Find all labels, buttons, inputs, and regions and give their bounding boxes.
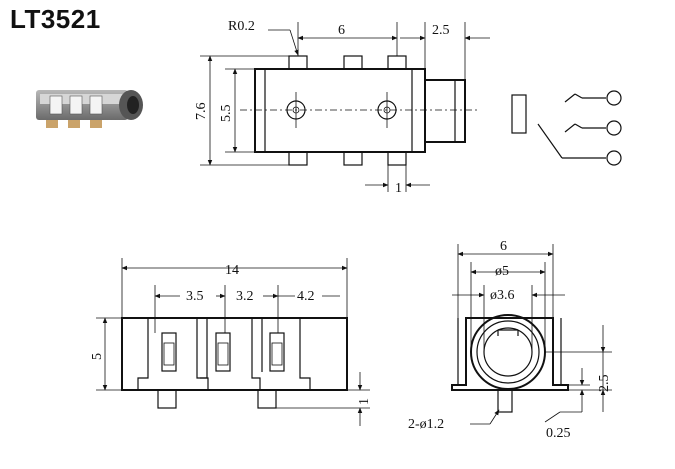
front-height-label: 5 [90, 353, 105, 360]
hole-label: 2-ø1.2 [408, 417, 444, 432]
front-spacing-right-label: 4.2 [297, 289, 315, 304]
front-spacing-mid-label: 3.2 [236, 289, 254, 304]
front-view-body [121, 317, 348, 391]
top-pitch-label: 6 [338, 23, 345, 38]
terminal-1-icon [606, 90, 622, 106]
radius-label: R0.2 [228, 19, 255, 34]
bore-outer-label: ø5 [495, 264, 509, 279]
front-width-label: 14 [225, 263, 239, 278]
schematic-symbol [511, 90, 622, 166]
product-photo [36, 90, 143, 128]
top-height-inner-label: 5.5 [219, 105, 234, 123]
top-height-outer-label: 7.6 [194, 103, 209, 121]
front-view: 14 3.5 3.2 4.2 5 1 [90, 258, 372, 426]
center-height-label: 2.5 [597, 375, 612, 393]
side-width-label: 6 [500, 239, 507, 254]
clearance-label: 0.25 [546, 426, 571, 441]
top-pin-width-label: 1 [395, 181, 402, 196]
top-view: 6 2.5 R0.2 7.6 5.5 [194, 19, 490, 196]
side-view-body [451, 317, 569, 391]
front-pin-length-label: 1 [357, 398, 372, 405]
jack-sleeve-symbol [511, 94, 527, 134]
bore-inner-label: ø3.6 [490, 288, 515, 303]
bore-outer-circle [470, 314, 546, 390]
front-spacing-left-label: 3.5 [186, 289, 204, 304]
top-offset-label: 2.5 [432, 23, 450, 38]
side-view: 6 ø5 ø3.6 2.5 0.25 [408, 239, 612, 441]
terminal-2-icon [606, 120, 622, 136]
part-number-title: LT3521 [10, 4, 101, 34]
bore-inner-circle [483, 327, 533, 377]
top-view-nose [424, 79, 466, 143]
terminal-3-icon [606, 150, 622, 166]
top-view-body [254, 68, 426, 153]
